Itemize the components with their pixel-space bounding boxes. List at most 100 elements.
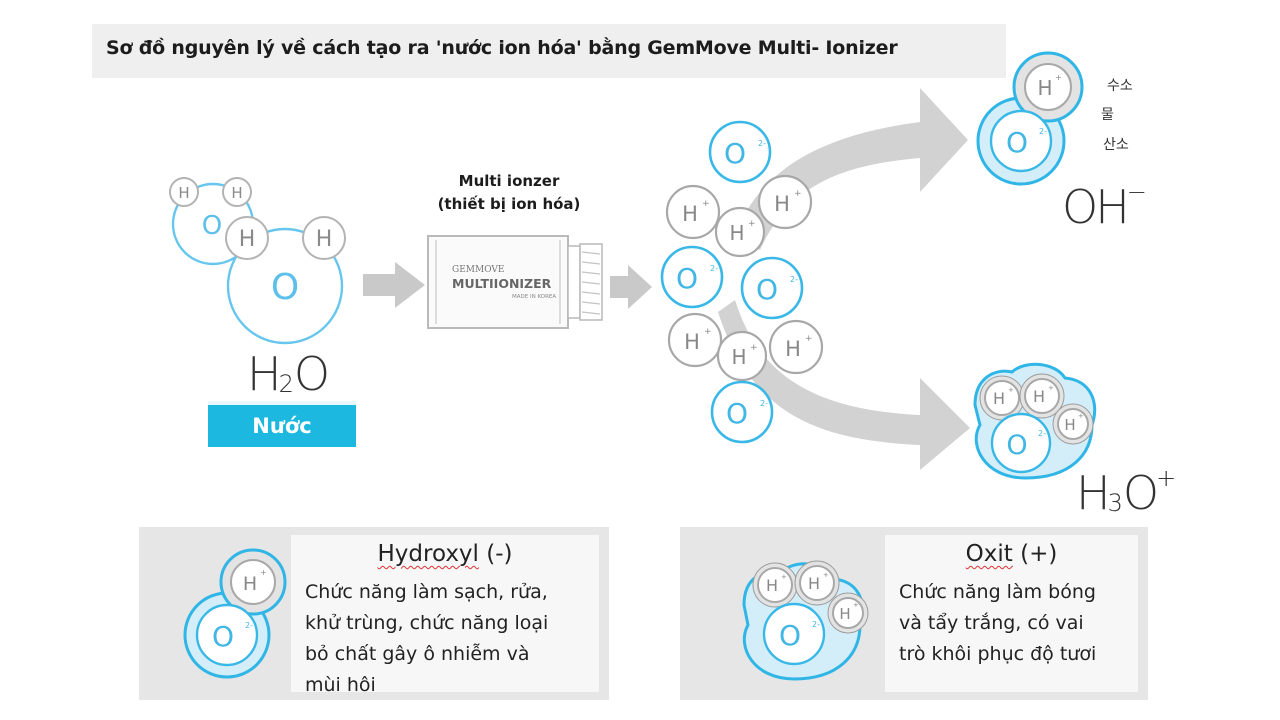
diagram-title: Sơ đồ nguyên lý về cách tạo ra 'nước ion… bbox=[106, 37, 898, 59]
o2-ion-icon: O 2- bbox=[708, 120, 772, 184]
h-ion-label: H bbox=[993, 389, 1005, 408]
h-ion-label: H bbox=[1064, 416, 1075, 434]
legend-line: mùi hôi bbox=[305, 674, 376, 696]
h-ion-charge: + bbox=[1055, 73, 1062, 82]
formula-text: O bbox=[1122, 466, 1159, 520]
o-ion-charge: 2- bbox=[758, 139, 766, 148]
legend-hydroxyl-description: Chức năng làm sạch, rửa, khử trùng, chức… bbox=[305, 577, 595, 701]
h-ion-label: H bbox=[731, 345, 746, 369]
korean-label: 산소 bbox=[1103, 137, 1129, 153]
h-ion-charge: + bbox=[823, 571, 829, 579]
h-ion-label: H bbox=[774, 192, 790, 216]
h-ion-charge: + bbox=[805, 334, 813, 344]
h-ion-charge: + bbox=[748, 219, 756, 229]
legend-hydroxyl-panel: H + O 2- Hydroxyl (-) Chức năng làm sạch… bbox=[139, 527, 609, 700]
o-ion-charge: 2- bbox=[710, 264, 718, 273]
hydroxide-molecule-icon: H + O 2- bbox=[976, 51, 1084, 186]
o-ion-label: O bbox=[726, 397, 748, 430]
legend-title-suffix: (+) bbox=[1012, 541, 1058, 567]
h-ion-icon: H + bbox=[768, 319, 824, 375]
legend-title-word: Hydroxyl bbox=[377, 541, 479, 567]
o-ion-label: O bbox=[1006, 430, 1027, 461]
o-ion-charge: 2- bbox=[760, 399, 768, 408]
oxit-molecule-icon: H + H + H + O 2- bbox=[742, 560, 869, 681]
h-ion-charge: + bbox=[1078, 412, 1084, 420]
h-ion-label: H bbox=[766, 576, 778, 595]
ion-cluster: O 2- H + H + H + O 2- O 2- bbox=[660, 120, 824, 444]
title-bar: Sơ đồ nguyên lý về cách tạo ra 'nước ion… bbox=[92, 24, 1006, 78]
o-ion-charge: 2- bbox=[790, 275, 798, 284]
water-badge-label: Nước bbox=[252, 414, 312, 438]
formula-subscript: 2 bbox=[278, 370, 294, 398]
o-ion-label: O bbox=[779, 619, 801, 652]
o-ion-label: O bbox=[724, 137, 746, 170]
o-ion-charge: 2- bbox=[1038, 429, 1046, 438]
formula-text: H bbox=[1076, 466, 1111, 520]
h-ion-charge: + bbox=[704, 327, 712, 337]
ionizer-caption: Multi ionzer (thiết bị ion hóa) bbox=[414, 170, 604, 216]
atom-label-o: O bbox=[202, 211, 222, 241]
formula-superscript: + bbox=[1156, 464, 1177, 492]
water-molecule-icon: H H O H H O bbox=[169, 177, 346, 345]
legend-line: Chức năng làm sạch, rửa, bbox=[305, 581, 548, 603]
legend-line: khử trùng, chức năng loại bbox=[305, 612, 549, 634]
korean-label: 수소 bbox=[1107, 78, 1133, 94]
h-ion-charge: + bbox=[794, 189, 802, 199]
ionizer-model: MULTIIONIZER bbox=[452, 276, 552, 291]
h-ion-icon: H + bbox=[714, 206, 766, 258]
h-ion-label: H bbox=[1037, 76, 1052, 100]
arrow-up-curve-icon bbox=[735, 88, 968, 250]
ionizer-brand: GEMMOVE bbox=[452, 265, 504, 275]
h-ion-charge: + bbox=[750, 343, 758, 353]
hydroxyl-molecule-icon: H + O 2- bbox=[183, 548, 287, 679]
h-ion-label: H bbox=[729, 221, 744, 245]
formula-text: H bbox=[247, 347, 282, 401]
h-ion-icon: H + bbox=[665, 184, 721, 240]
h-ion-charge: + bbox=[1008, 386, 1014, 394]
h-ion-icon: H + bbox=[757, 174, 813, 230]
ionizer-origin: MADE IN KOREA bbox=[512, 294, 556, 300]
h-ion-charge: + bbox=[260, 568, 267, 577]
legend-line: và tẩy trắng, có vai bbox=[899, 612, 1084, 634]
o-ion-charge: 2- bbox=[245, 621, 253, 630]
atom-label-h: H bbox=[231, 184, 242, 202]
legend-line: Chức năng làm bóng bbox=[899, 581, 1096, 603]
o-ion-label: O bbox=[212, 620, 234, 653]
h-ion-icon: H + bbox=[667, 312, 723, 368]
hydronium-molecule-icon: H + H + H + O 2- bbox=[973, 362, 1097, 480]
atom-label-h: H bbox=[316, 227, 333, 252]
formula-text: OH bbox=[1062, 180, 1130, 234]
o2-ion-icon: O 2- bbox=[710, 380, 774, 444]
formula-subscript: 3 bbox=[1107, 489, 1123, 517]
ionizer-caption-line: Multi ionzer bbox=[458, 172, 560, 190]
arrow-down-curve-icon bbox=[718, 300, 970, 470]
h-ion-icon: H + bbox=[716, 330, 768, 382]
formula-superscript: − bbox=[1126, 178, 1147, 206]
formula-text: O bbox=[293, 347, 330, 401]
h-ion-charge: + bbox=[702, 199, 710, 209]
o-ion-label: O bbox=[676, 262, 698, 295]
legend-oxit-description: Chức năng làm bóng và tẩy trắng, có vai … bbox=[899, 577, 1139, 670]
h-ion-label: H bbox=[785, 337, 801, 361]
legend-line: trò khôi phục độ tươi bbox=[899, 643, 1097, 665]
o-ion-charge: 2- bbox=[812, 620, 820, 629]
atom-label-h: H bbox=[178, 184, 189, 202]
h-ion-label: H bbox=[808, 574, 820, 593]
o-ion-label: O bbox=[756, 273, 778, 306]
h-ion-charge: + bbox=[853, 601, 859, 609]
korean-label: 물 bbox=[1101, 107, 1114, 123]
legend-title-suffix: (-) bbox=[478, 541, 513, 567]
h-ion-label: H bbox=[1033, 387, 1045, 406]
h-ion-label: H bbox=[682, 202, 698, 226]
ionizer-caption-line: (thiết bị ion hóa) bbox=[437, 195, 581, 213]
legend-line: bỏ chất gây ô nhiễm và bbox=[305, 643, 530, 665]
legend-hydroxyl-title: Hydroxyl (-) bbox=[291, 541, 599, 567]
arrow-right-icon bbox=[610, 265, 652, 309]
arrow-right-icon bbox=[363, 262, 425, 308]
h-ion-label: H bbox=[243, 573, 257, 595]
o-ion-charge: 2- bbox=[1039, 127, 1047, 136]
hydroxide-formula: OH− bbox=[1062, 178, 1147, 234]
o2-ion-icon: O 2- bbox=[740, 256, 804, 320]
ionizer-device-icon: GEMMOVE MULTIIONIZER MADE IN KOREA bbox=[427, 235, 603, 329]
